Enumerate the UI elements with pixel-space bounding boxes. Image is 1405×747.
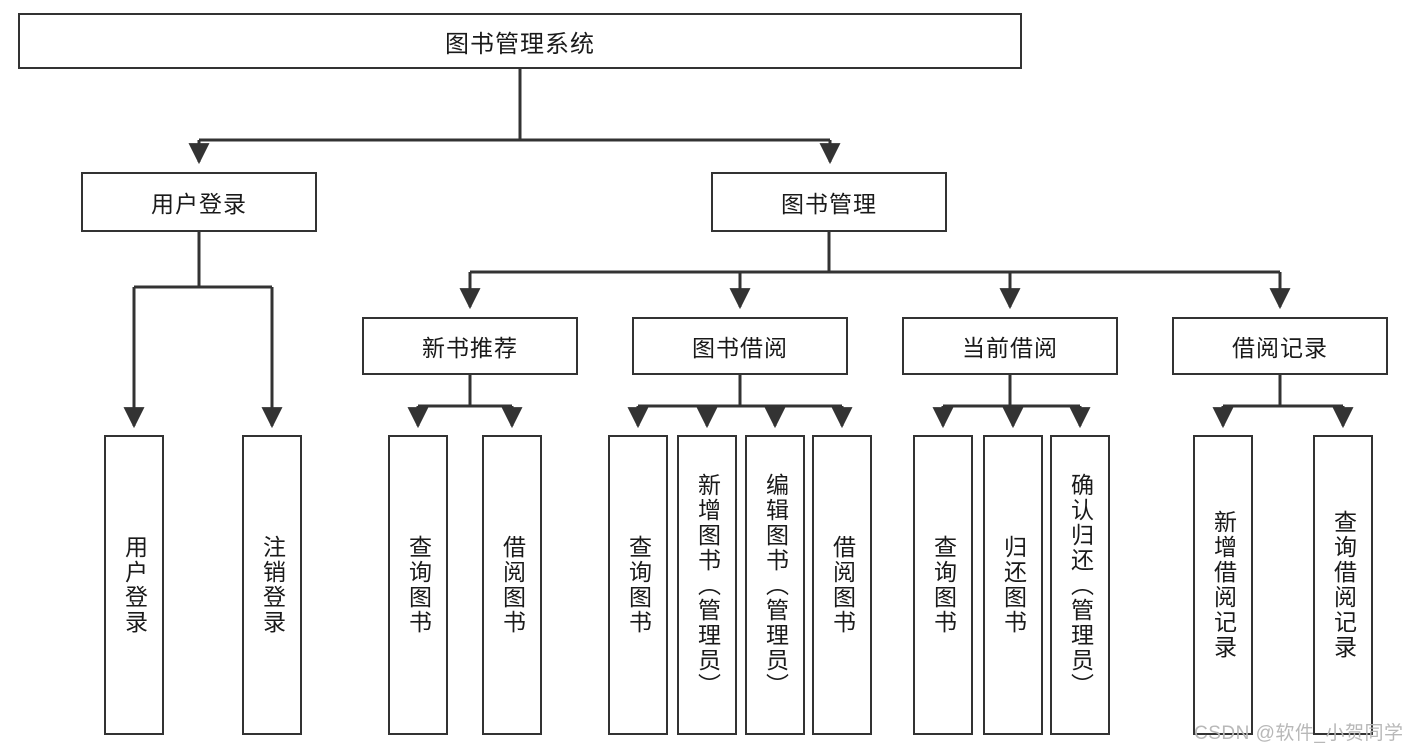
node-borrow-record-label: 借阅记录	[1232, 335, 1328, 361]
leaf-return-book[interactable]: 归还图书	[983, 435, 1043, 735]
leaf-confirm-return-admin-label: 确认归还（管理员）	[1067, 472, 1094, 698]
csdn-watermark: CSDN @软件_小贺同学	[1194, 723, 1404, 744]
leaf-query-book-newbook[interactable]: 查询图书	[388, 435, 448, 735]
leaf-borrow-book-newbook-label: 借阅图书	[499, 535, 526, 635]
leaf-add-borrow-record[interactable]: 新增借阅记录	[1193, 435, 1253, 735]
leaf-query-borrow-record[interactable]: 查询借阅记录	[1313, 435, 1373, 735]
leaf-query-book-borrow-label: 查询图书	[625, 535, 652, 635]
node-user-login[interactable]: 用户登录	[81, 172, 317, 232]
node-book-borrow[interactable]: 图书借阅	[632, 317, 848, 375]
node-book-management-label: 图书管理	[781, 191, 877, 217]
node-root[interactable]: 图书管理系统	[18, 13, 1022, 69]
leaf-borrow-book-label: 借阅图书	[829, 535, 856, 635]
node-book-borrow-label: 图书借阅	[692, 335, 788, 361]
node-book-management[interactable]: 图书管理	[711, 172, 947, 232]
leaf-confirm-return-admin[interactable]: 确认归还（管理员）	[1050, 435, 1110, 735]
leaf-edit-book-admin-label: 编辑图书（管理员）	[762, 472, 789, 698]
node-borrow-record[interactable]: 借阅记录	[1172, 317, 1388, 375]
leaf-query-borrow-record-label: 查询借阅记录	[1330, 510, 1357, 660]
leaf-borrow-book-newbook[interactable]: 借阅图书	[482, 435, 542, 735]
node-user-login-label: 用户登录	[151, 191, 247, 217]
leaf-logout-label: 注销登录	[259, 535, 286, 635]
node-new-book-recommend[interactable]: 新书推荐	[362, 317, 578, 375]
leaf-add-book-admin-label: 新增图书（管理员）	[694, 472, 721, 698]
node-current-borrow[interactable]: 当前借阅	[902, 317, 1118, 375]
leaf-logout[interactable]: 注销登录	[242, 435, 302, 735]
node-new-book-recommend-label: 新书推荐	[422, 335, 518, 361]
leaf-add-borrow-record-label: 新增借阅记录	[1210, 510, 1237, 660]
node-current-borrow-label: 当前借阅	[962, 335, 1058, 361]
leaf-add-book-admin[interactable]: 新增图书（管理员）	[677, 435, 737, 735]
leaf-user-login[interactable]: 用户登录	[104, 435, 164, 735]
leaf-edit-book-admin[interactable]: 编辑图书（管理员）	[745, 435, 805, 735]
leaf-query-book-newbook-label: 查询图书	[405, 535, 432, 635]
leaf-query-book-borrow[interactable]: 查询图书	[608, 435, 668, 735]
leaf-user-login-label: 用户登录	[121, 535, 148, 635]
leaf-query-book-current[interactable]: 查询图书	[913, 435, 973, 735]
leaf-return-book-label: 归还图书	[1000, 535, 1027, 635]
node-root-label: 图书管理系统	[445, 30, 595, 58]
leaf-borrow-book[interactable]: 借阅图书	[812, 435, 872, 735]
leaf-query-book-current-label: 查询图书	[930, 535, 957, 635]
